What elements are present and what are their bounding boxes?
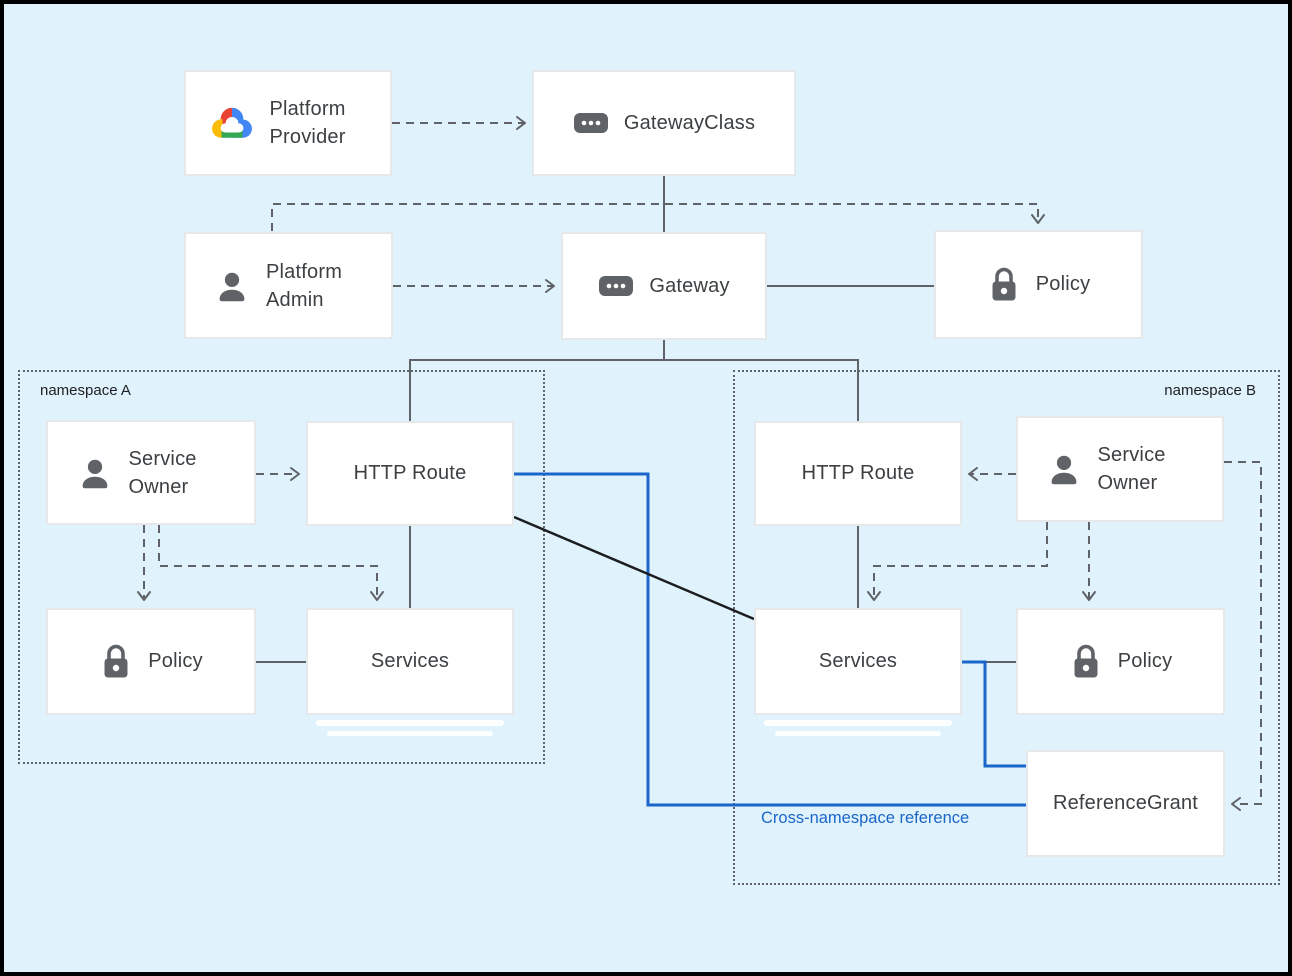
namespace-a-label: namespace A [40, 382, 131, 399]
node-label: Services [818, 650, 898, 672]
connector-httproute-a-to-referencegrant-blue [514, 472, 1026, 807]
node-label: Services [370, 650, 450, 672]
node-label: ReferenceGrant [1052, 792, 1199, 814]
person-icon [1045, 450, 1083, 488]
api-resource-icon [573, 112, 609, 134]
connector-layer [137, 116, 1262, 811]
person-icon [213, 267, 251, 305]
node-label: Service Owner [1097, 444, 1166, 494]
node-policy-b: Policy [1016, 608, 1225, 715]
connector-owner-b-to-referencegrant [1224, 461, 1262, 811]
namespace-b-boundary [733, 370, 1280, 885]
services-b-stack-bar-1 [764, 720, 952, 726]
connector-httproute-a-to-services-b-black [513, 515, 755, 621]
lock-icon [1069, 643, 1103, 681]
lock-icon [99, 643, 133, 681]
node-label: HTTP Route [353, 462, 467, 484]
namespace-a-boundary [18, 370, 545, 764]
node-gateway: Gateway [561, 232, 767, 340]
google-cloud-icon [209, 104, 255, 142]
node-platform-provider: Platform Provider [184, 70, 392, 176]
api-resource-icon [598, 275, 634, 297]
node-service-owner-b: Service Owner [1016, 416, 1224, 522]
connector-owner-b-to-services-b [867, 522, 1048, 601]
node-reference-grant: ReferenceGrant [1026, 750, 1225, 857]
node-label: Policy [1117, 650, 1173, 672]
services-a-stack-bar-1 [316, 720, 504, 726]
connector-gateway-to-httproutes [409, 340, 859, 421]
namespace-b-label: namespace B [1164, 382, 1256, 399]
node-label: Gateway [649, 274, 730, 297]
node-policy-top: Policy [934, 230, 1143, 339]
node-label: Policy [148, 650, 203, 672]
node-label: Platform Admin [266, 260, 343, 311]
person-icon [76, 454, 114, 492]
cross-namespace-reference-label: Cross-namespace reference [761, 809, 970, 827]
node-label: Policy [1035, 273, 1091, 295]
lock-icon [987, 266, 1021, 304]
node-label: Platform Provider [269, 98, 346, 148]
node-services-b: Services [754, 608, 962, 715]
connector-owner-a-to-services-a [158, 525, 384, 601]
node-http-route-b: HTTP Route [754, 421, 962, 526]
node-label: HTTP Route [801, 462, 915, 484]
node-label: GatewayClass [623, 111, 756, 134]
services-a-stack-bar-2 [327, 731, 493, 736]
services-b-stack-bar-2 [775, 731, 941, 736]
node-policy-a: Policy [46, 608, 256, 715]
node-http-route-a: HTTP Route [306, 421, 514, 526]
node-label: Service Owner [128, 447, 197, 498]
node-service-owner-a: Service Owner [46, 420, 256, 525]
node-platform-admin: Platform Admin [184, 232, 393, 339]
connector-admin-to-policy [271, 203, 1045, 231]
node-gateway-class: GatewayClass [532, 70, 796, 176]
node-services-a: Services [306, 608, 514, 715]
connector-services-b-to-referencegrant-blue [962, 660, 1026, 768]
